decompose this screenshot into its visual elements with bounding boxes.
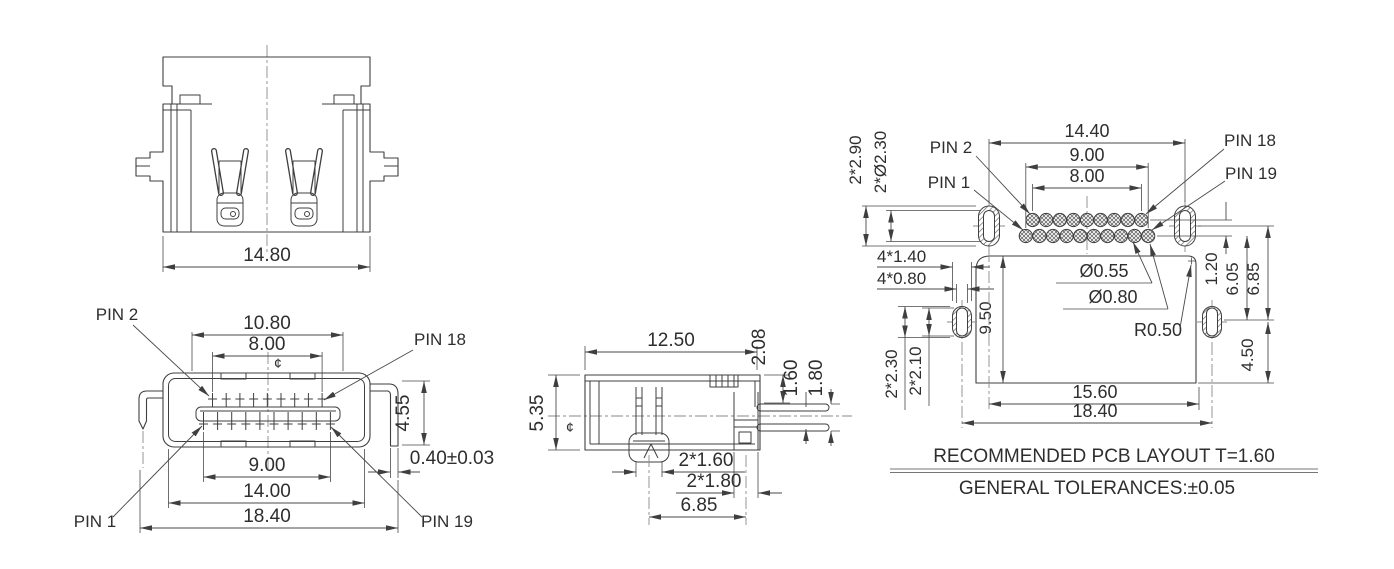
pcb-note-tolerances: GENERAL TOLERANCES:±0.05 (959, 478, 1235, 499)
front-top-pin-row (208, 393, 327, 407)
pcb-bottom-pad-row (1018, 228, 1156, 244)
front-pin18-label: PIN 18 (414, 330, 466, 349)
dim-side-mid-leg: 2*1.60 (679, 450, 734, 471)
side-mid-leg (635, 387, 663, 435)
pcb-upper-slot-pads (978, 205, 1196, 247)
pcb-pin18-label: PIN 18 (1224, 131, 1276, 150)
side-rear-leg (733, 392, 759, 450)
dim-pcb-body-depth: 9.50 (976, 301, 995, 334)
side-foot-rail-bottom (756, 423, 830, 432)
dim-side-top-offset: 2.08 (749, 329, 770, 366)
dim-pcb-body-span: 15.60 (1072, 382, 1117, 402)
dim-rear-overall-width: 14.80 (243, 245, 291, 266)
dim-pcb-row-to-lug: 6.05 (1223, 262, 1242, 295)
dim-pcb-slot-to-lug: 6.85 (1244, 262, 1263, 295)
rear-view: 14.80 (135, 45, 399, 272)
dim-front-top-row-span: 8.00 (249, 334, 286, 355)
front-pin19-label: PIN 19 (421, 512, 473, 531)
dim-pcb-corner-radius: R0.50 (1134, 320, 1182, 340)
dim-pcb-lug-height: 2*2.30 (882, 349, 901, 398)
dim-pcb-slot-span: 14.40 (1064, 121, 1109, 141)
dim-pcb-lug-span: 18.40 (1072, 401, 1117, 421)
side-body-outline (584, 374, 761, 451)
front-view: 10.80 8.00 ¢ 4.55 0.40±0.03 9.00 14.00 1… (74, 305, 494, 533)
dim-pcb-lug-hole-height: 2*2.10 (906, 346, 925, 395)
side-centerline-mark: ¢ (566, 419, 574, 435)
pcb-lower-lug-pads (952, 306, 1222, 338)
dim-pcb-top-row-span: 8.00 (1069, 166, 1104, 186)
dim-pcb-hole-dia: Ø0.55 (1079, 261, 1128, 281)
dim-pcb-slot-height: 2*2.90 (846, 135, 865, 184)
front-right-leg (369, 383, 399, 447)
dim-front-foot: 0.40±0.03 (410, 448, 494, 469)
dim-side-pad-outer: 1.80 (806, 360, 827, 397)
pcb-top-pad-row (1025, 212, 1149, 228)
front-pin1-label: PIN 1 (74, 512, 117, 531)
side-foot-rail-top (756, 403, 830, 412)
dim-side-rear-leg: 2*1.80 (687, 471, 742, 492)
dim-pcb-row-offset: 1.20 (1202, 252, 1221, 285)
front-tongue (195, 406, 341, 422)
front-left-hook (138, 390, 164, 430)
dim-side-depth: 12.50 (647, 330, 695, 351)
front-pin2-label: PIN 2 (96, 305, 139, 324)
dim-pcb-pad-dia: Ø0.80 (1088, 287, 1137, 307)
dim-front-shell-top-width: 10.80 (243, 313, 291, 334)
pcb-body-outline (975, 255, 1197, 384)
pcb-pin2-label: PIN 2 (930, 138, 973, 157)
pcb-pin19-label: PIN 19 (1225, 164, 1277, 183)
dim-pcb-lug-width: 4*1.40 (877, 247, 926, 266)
front-bottom-pin-row (199, 412, 335, 430)
dim-side-height: 5.35 (527, 395, 548, 432)
rear-body-outline (135, 56, 399, 233)
pcb-pin1-label: PIN 1 (928, 173, 971, 192)
dim-side-pad-inner: 1.60 (781, 360, 802, 397)
dim-front-inner-width: 14.00 (243, 481, 291, 502)
dim-pcb-lug-to-edge: 4.50 (1238, 338, 1257, 371)
spring-clip-right (288, 151, 320, 226)
dim-pcb-bottom-row-span: 9.00 (1069, 145, 1104, 165)
spring-clip-left (214, 151, 246, 226)
dim-front-bottom-row-span: 9.00 (249, 455, 286, 476)
pcb-layout-view: 14.40 9.00 8.00 2*2.90 2*Ø2.30 PIN 2 PIN… (846, 121, 1318, 499)
dim-front-overall-width: 18.40 (243, 506, 291, 527)
front-shell-outer (162, 372, 371, 448)
dim-pcb-lug-hole-width: 4*0.80 (877, 269, 926, 288)
pcb-note-layout: RECOMMENDED PCB LAYOUT T=1.60 (933, 446, 1275, 467)
dim-pcb-slot-hole-height: 2*Ø2.30 (871, 131, 890, 193)
side-view: 5.35 ¢ 12.50 2.08 1.60 1.80 2*1.60 2*1.8… (527, 329, 852, 525)
front-centerline-mark: ¢ (274, 355, 282, 371)
dim-front-shell-height: 4.55 (393, 395, 414, 432)
dim-side-leg-pitch: 6.85 (681, 495, 718, 516)
